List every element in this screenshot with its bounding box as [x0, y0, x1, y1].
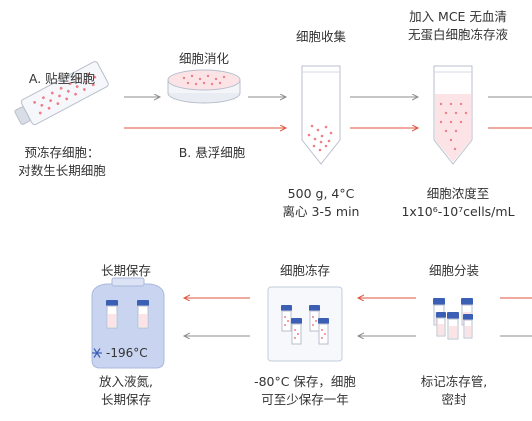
- aliquot-note-1: 标记冻存管,: [420, 374, 488, 389]
- freeze-note-2: 可至少保存一年: [261, 392, 349, 407]
- cell-density-label-2: 1x10⁶-10⁷cells/mL: [401, 204, 515, 219]
- collect-label: 细胞收集: [295, 29, 347, 44]
- adherent-cells-label: A. 贴壁细胞: [28, 71, 96, 86]
- freeze-label: 细胞冻存: [279, 263, 331, 278]
- add-medium-label-2: 无蛋白细胞冻存液: [407, 27, 509, 42]
- snowflake-icon: [92, 348, 102, 358]
- centrifuge-condition-2: 离心 3-5 min: [282, 204, 360, 219]
- cryovial-rack-icon: [433, 298, 473, 340]
- aliquot-label: 细胞分装: [428, 263, 480, 278]
- add-medium-label-1: 加入 MCE 无血清: [409, 9, 507, 24]
- liquid-nitrogen-tank-icon: [91, 277, 165, 369]
- preserve-cells-label-2: 对数生长期细胞: [18, 163, 106, 178]
- cell-density-label-1: 细胞浓度至: [426, 186, 490, 201]
- petri-dish-icon: [167, 69, 241, 104]
- freezer-box-icon: [267, 286, 343, 362]
- long-term-note-1: 放入液氮,: [99, 374, 153, 389]
- aliquot-note-2: 密封: [441, 392, 467, 407]
- freeze-note-1: -80°C 保存，细胞: [254, 374, 356, 389]
- digest-label: 细胞消化: [178, 51, 230, 66]
- long-term-label: 长期保存: [100, 263, 152, 278]
- culture-flask-icon: [14, 61, 109, 126]
- suspension-cells-label: B. 悬浮细胞: [178, 145, 246, 160]
- centrifuge-tube-icon: [433, 65, 473, 165]
- long-term-temperature: -196°C: [106, 346, 148, 360]
- centrifuge-tube-icon: [301, 65, 341, 165]
- centrifuge-condition-1: 500 g, 4°C: [287, 186, 355, 201]
- preserve-cells-label-1: 预冻存细胞：: [24, 145, 100, 160]
- long-term-note-2: 长期保存: [100, 392, 152, 407]
